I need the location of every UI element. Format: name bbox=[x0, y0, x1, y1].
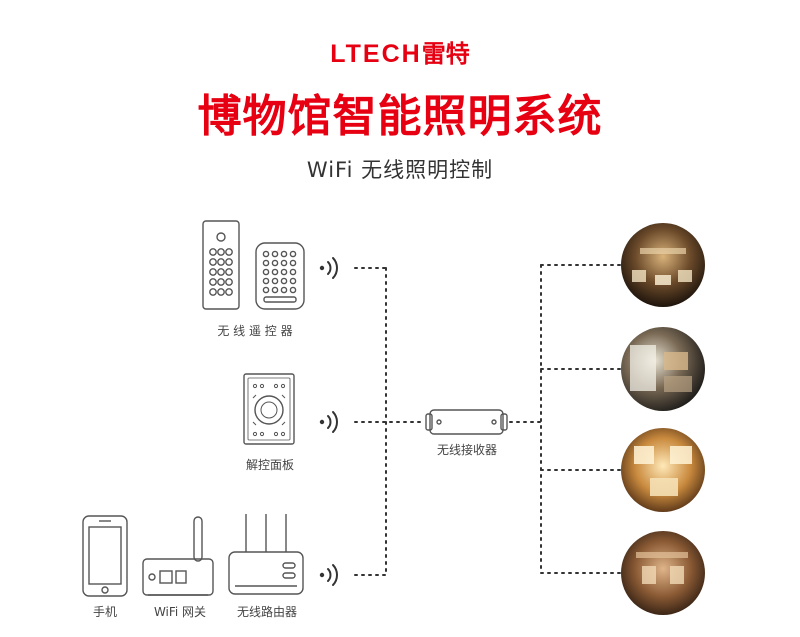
receiver-icon bbox=[425, 409, 508, 435]
museum-gallery-photo bbox=[621, 531, 705, 615]
signal-dot bbox=[319, 419, 325, 425]
brand-latin: LTECH bbox=[330, 40, 422, 68]
wifi-gateway-icon bbox=[142, 516, 214, 596]
receiver-label: 无线接收器 bbox=[436, 443, 497, 457]
remote-controller-icon bbox=[255, 242, 305, 310]
control-panel-icon bbox=[243, 373, 295, 445]
phone-label: 手机 bbox=[92, 605, 117, 619]
wireless-signal-icon bbox=[319, 564, 338, 586]
panel-label: 解控面板 bbox=[245, 458, 294, 472]
brand-logo: LTECH雷特 bbox=[0, 34, 800, 69]
phone-icon bbox=[82, 515, 128, 597]
router-icon bbox=[228, 514, 304, 595]
signal-dot bbox=[319, 572, 325, 578]
page-title: 博物馆智能照明系统 bbox=[197, 91, 603, 142]
page-subtitle: WiFi 无线照明控制 bbox=[306, 158, 494, 182]
left-connections bbox=[354, 267, 426, 576]
remote-controller-icon bbox=[202, 220, 240, 310]
router-label: 无线路由器 bbox=[236, 605, 297, 619]
right-connections bbox=[509, 264, 621, 574]
museum-exhibit-photo bbox=[621, 428, 705, 512]
wireless-signal-icon bbox=[319, 257, 338, 279]
wifi-gateway-label: WiFi 网关 bbox=[153, 605, 207, 619]
signal-dot bbox=[319, 265, 325, 271]
wireless-signal-icon bbox=[319, 411, 338, 433]
brand-cjk: 雷特 bbox=[421, 40, 470, 68]
remote-label: 无 线 遥 控 器 bbox=[217, 324, 293, 338]
museum-display-case-photo bbox=[621, 327, 705, 411]
museum-hall-photo bbox=[621, 223, 705, 307]
